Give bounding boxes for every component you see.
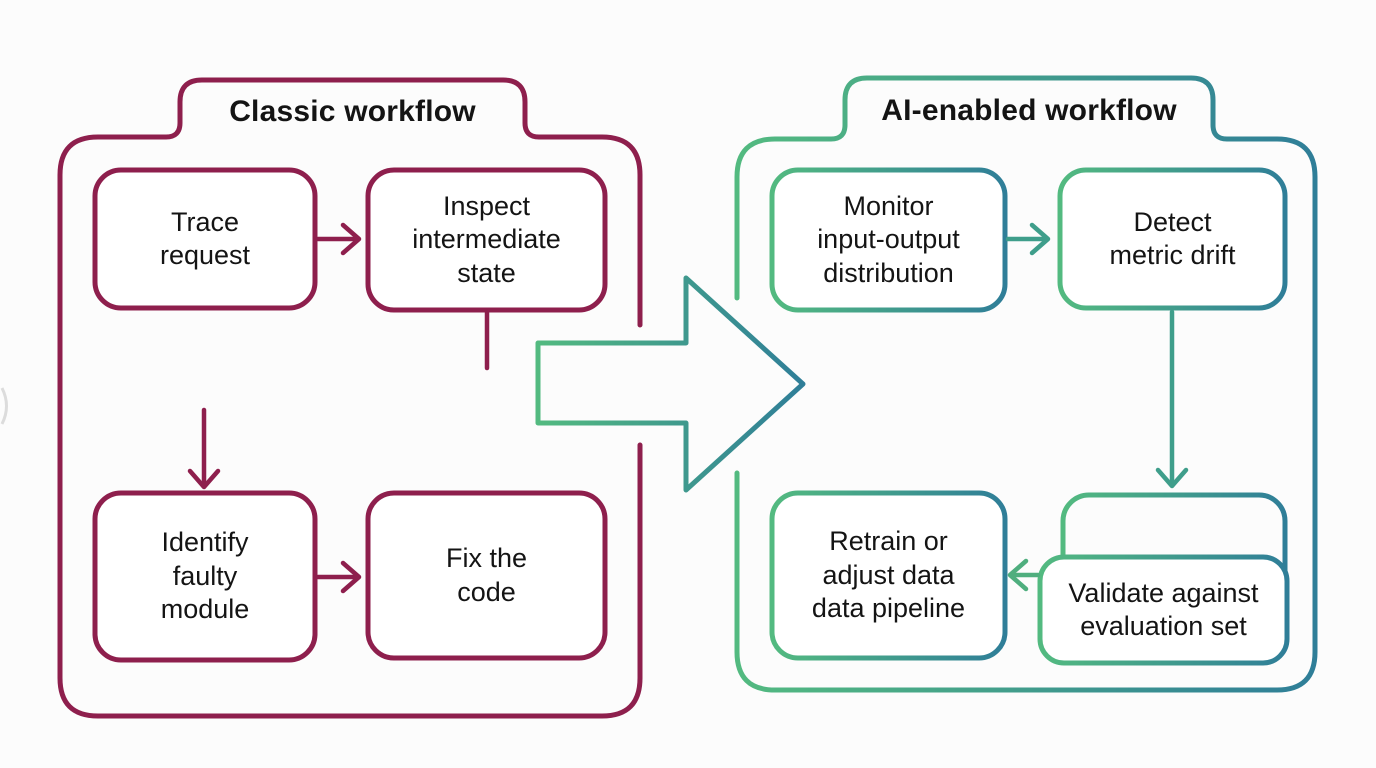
box-retrain-pipeline bbox=[769, 490, 1008, 661]
box-monitor-distribution bbox=[769, 167, 1008, 313]
arrow-down-to-identify-head bbox=[187, 468, 221, 490]
edge-artifact bbox=[0, 387, 8, 425]
box-detect-metric-drift bbox=[1057, 167, 1288, 311]
ai-panel-outline bbox=[734, 75, 1318, 693]
arrow-validate-to-retrain-head bbox=[1007, 558, 1029, 592]
big-right-arrow-icon bbox=[535, 275, 806, 493]
arrow-detect-down-head bbox=[1155, 467, 1189, 489]
box-identify-faulty-module bbox=[92, 490, 318, 663]
box-fix-the-code bbox=[365, 490, 608, 661]
box-trace-request bbox=[92, 167, 318, 311]
box-inspect-intermediate-state bbox=[365, 167, 608, 313]
classic-panel-outline bbox=[57, 77, 643, 719]
arrow-monitor-to-detect-head bbox=[1029, 222, 1051, 256]
arrow-identify-to-fix-head bbox=[340, 560, 362, 594]
arrow-trace-to-inspect-head bbox=[340, 222, 362, 256]
box-validate-evaluation bbox=[1037, 554, 1290, 666]
